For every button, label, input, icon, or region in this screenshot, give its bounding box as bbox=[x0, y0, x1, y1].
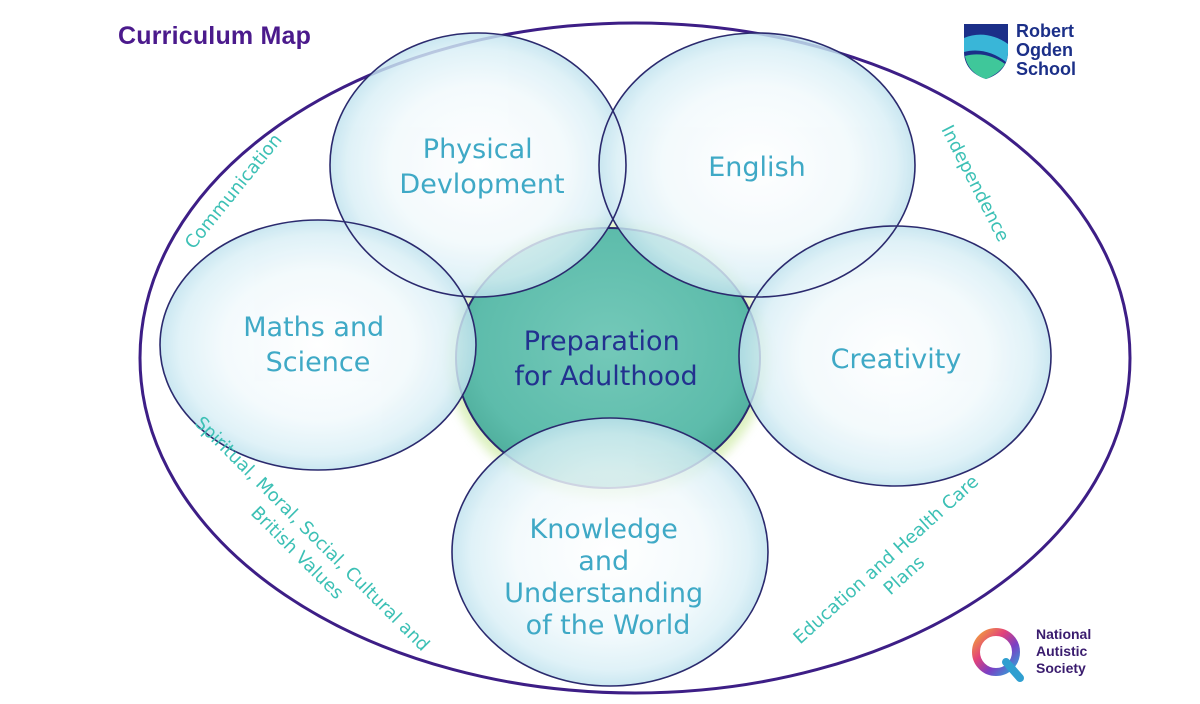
bubble-physical-outline bbox=[329, 32, 627, 298]
bubble-knowledge bbox=[452, 418, 768, 686]
bubble-physical bbox=[330, 33, 626, 297]
label-knowledge: Knowledge and Understanding of the World bbox=[504, 514, 712, 641]
bubble-english-outline bbox=[598, 32, 916, 298]
nas-ring-icon bbox=[972, 628, 1024, 682]
label-maths: Maths and Science bbox=[243, 312, 393, 378]
bubble-maths bbox=[160, 220, 476, 470]
label-creativity: Creativity bbox=[831, 344, 962, 375]
label-english: English bbox=[708, 152, 806, 183]
bubble-creativity bbox=[739, 226, 1051, 486]
label-center: Preparation for Adulthood bbox=[514, 326, 697, 392]
bubble-english bbox=[599, 33, 915, 297]
bubble-maths-outline bbox=[159, 219, 477, 471]
national-autistic-society-logo: National Autistic Society bbox=[968, 622, 1138, 688]
bubble-knowledge-outline bbox=[451, 417, 769, 687]
label-physical: Physical Devlopment bbox=[399, 134, 564, 200]
school-name: Robert Ogden School bbox=[1016, 21, 1077, 79]
bubble-creativity-outline bbox=[738, 225, 1052, 487]
page-title: Curriculum Map bbox=[118, 22, 312, 50]
school-shield-icon bbox=[964, 24, 1008, 79]
robert-ogden-school-logo: Robert Ogden School bbox=[962, 18, 1122, 88]
nas-name: National Autistic Society bbox=[1036, 626, 1092, 676]
